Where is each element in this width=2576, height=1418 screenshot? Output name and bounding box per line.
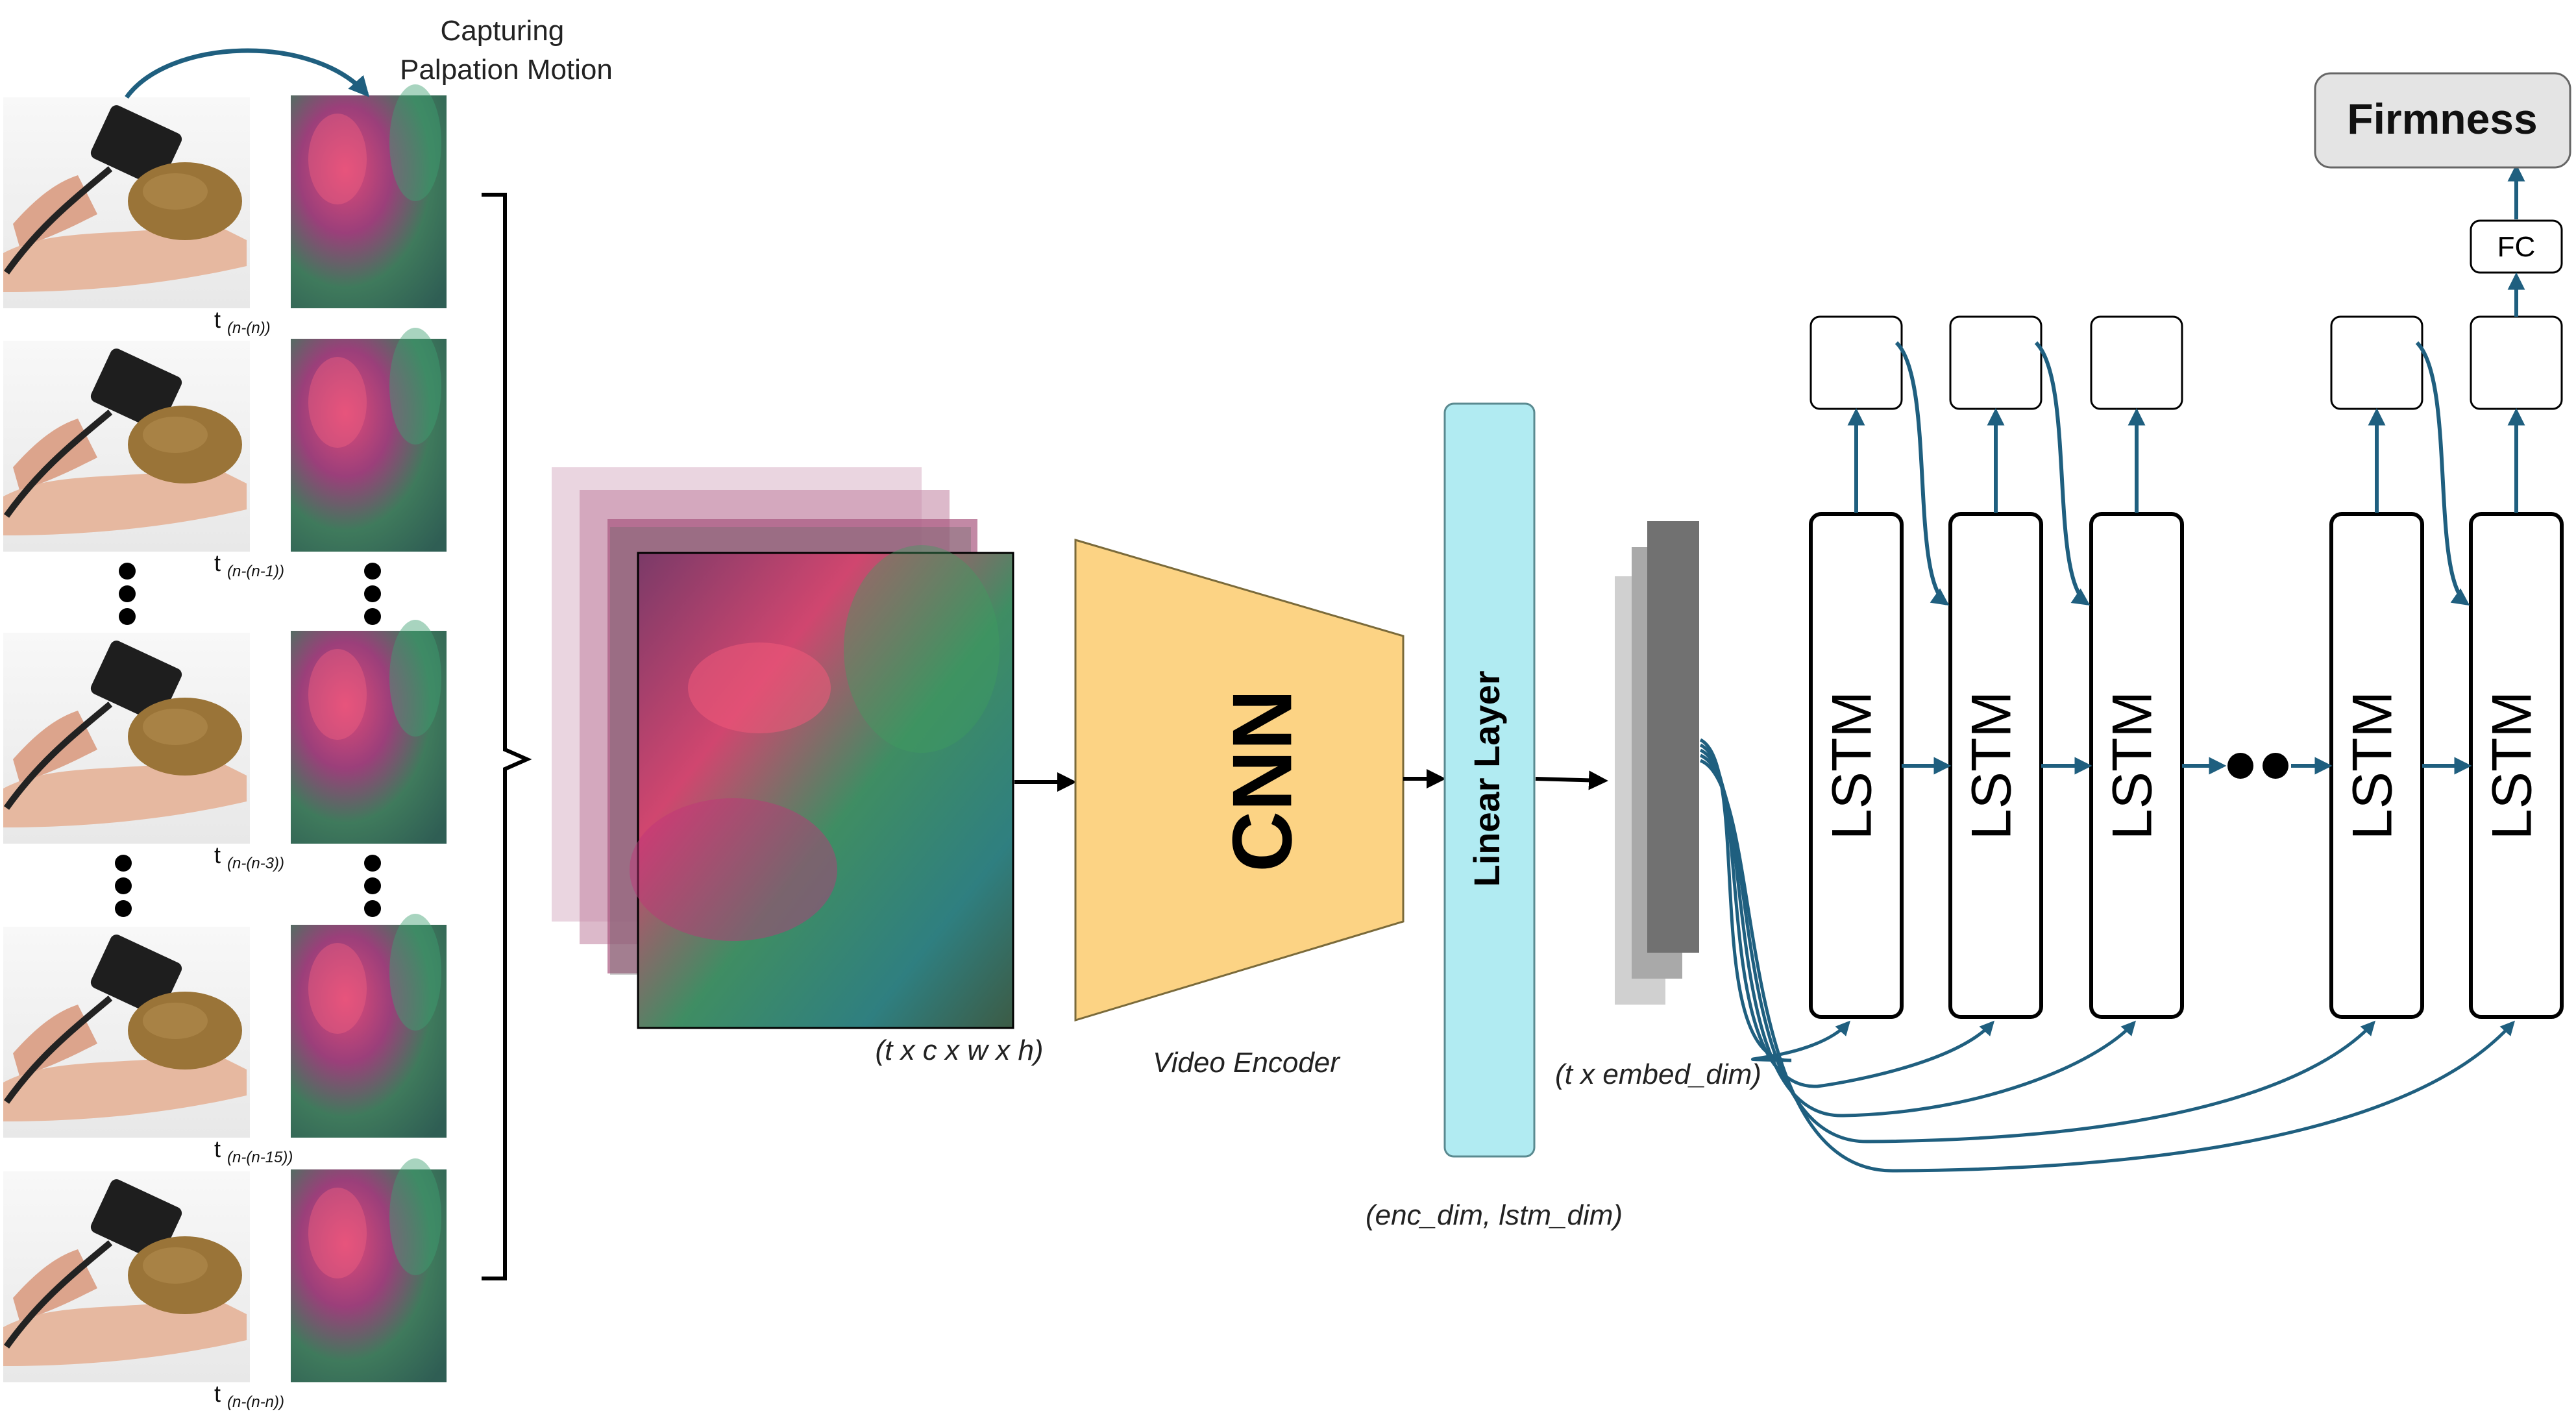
lstm-label: LSTM [1821,691,1883,840]
hidden-state-box [1949,315,2042,410]
hand-frame [3,633,250,844]
tactile-frame [291,914,447,1138]
tactile-frame [291,84,447,308]
lstm-label: LSTM [2102,691,2164,840]
lstm-label: LSTM [1961,691,2023,840]
time-label: t (n-(n)) [214,306,271,337]
firmness-output: Firmness [2314,72,2571,169]
lstm-chain: LSTM LSTM LSTM LSTM LSTM [1809,315,2564,1019]
lstm-label: LSTM [2342,691,2404,840]
lstm-cell: LSTM [2089,315,2184,1019]
embedding-to-lstm-arrow [1699,748,2137,1118]
lstm-cell: LSTM [1948,315,2043,1019]
embedding-stack: (t x embed_dim) [1555,521,1761,1090]
time-label: t (n-(n-15)) [214,1136,293,1166]
hand-photo-column [3,97,250,1382]
enc-lstm-label: (enc_dim, lstm_dim) [1366,1199,1623,1231]
hidden-state-arrow [2034,341,2091,606]
tactile-image-frame [637,552,1014,1029]
hidden-state-box [1809,315,1903,410]
time-label: t (n-(n-3)) [214,842,284,872]
tactile-frame [291,1158,447,1382]
encoder-label: Video Encoder [1153,1047,1341,1079]
hidden-state-box [2090,315,2183,410]
linear-label: Linear Layer [1466,670,1507,886]
fc-label: FC [2497,231,2536,263]
embedding-to-lstm-arrow [1699,753,2376,1143]
horizontal-ellipsis-icon [2227,753,2288,779]
embedding-to-lstm-arrow [1700,759,2516,1173]
tensor-dim-label: (t x c x w x h) [875,1034,1043,1066]
output-label: Firmness [2347,95,2537,143]
tactile-frame [291,620,447,844]
hand-frame [3,927,250,1138]
embedding-fanout-arrows [1699,738,2516,1173]
lstm-cell: LSTM [1809,315,1904,1019]
arrow-to-embed [1535,770,1608,790]
time-label: t (n-(n-n)) [214,1380,284,1411]
embed-dim-label: (t x embed_dim) [1555,1058,1761,1090]
hidden-state-box [2470,315,2563,410]
fc-block: FC [2470,219,2563,274]
hidden-state-arrow [1895,341,1950,606]
tactile-image-column [291,84,447,1382]
time-label-column: t (n-(n)) t (n-(n-1)) t (n-(n-3)) t (n-(n-1… [214,306,293,1411]
capture-label: Capturing Palpation Motion [400,15,613,86]
lstm-cell: LSTM [2469,315,2564,1019]
lstm-label: LSTM [2481,691,2544,840]
time-label: t (n-(n-1)) [214,550,284,580]
input-frames: t (n-(n)) t (n-(n-1)) t (n-(n-3)) t (n-(n-1… [3,15,613,1411]
cnn-block: CNN Video Encoder [1074,538,1405,1079]
linear-layer-block: Linear Layer (enc_dim, lstm_dim) [1366,402,1623,1231]
vertical-ellipsis-icon [115,563,381,917]
capture-arrow [125,48,370,99]
tactile-frame [291,328,447,552]
hand-frame [3,97,250,308]
hidden-state-box [2330,315,2423,410]
input-bracket [482,193,532,1280]
hidden-state-arrow [2415,341,2470,606]
hand-frame [3,1171,250,1382]
hand-frame [3,341,250,552]
lstm-cell: LSTM [2329,315,2424,1019]
tensor-stack: (t x c x w x h) [552,467,1044,1066]
cnn-label: CNN [1214,689,1309,872]
embedding-to-lstm-arrow [1699,738,1851,1062]
